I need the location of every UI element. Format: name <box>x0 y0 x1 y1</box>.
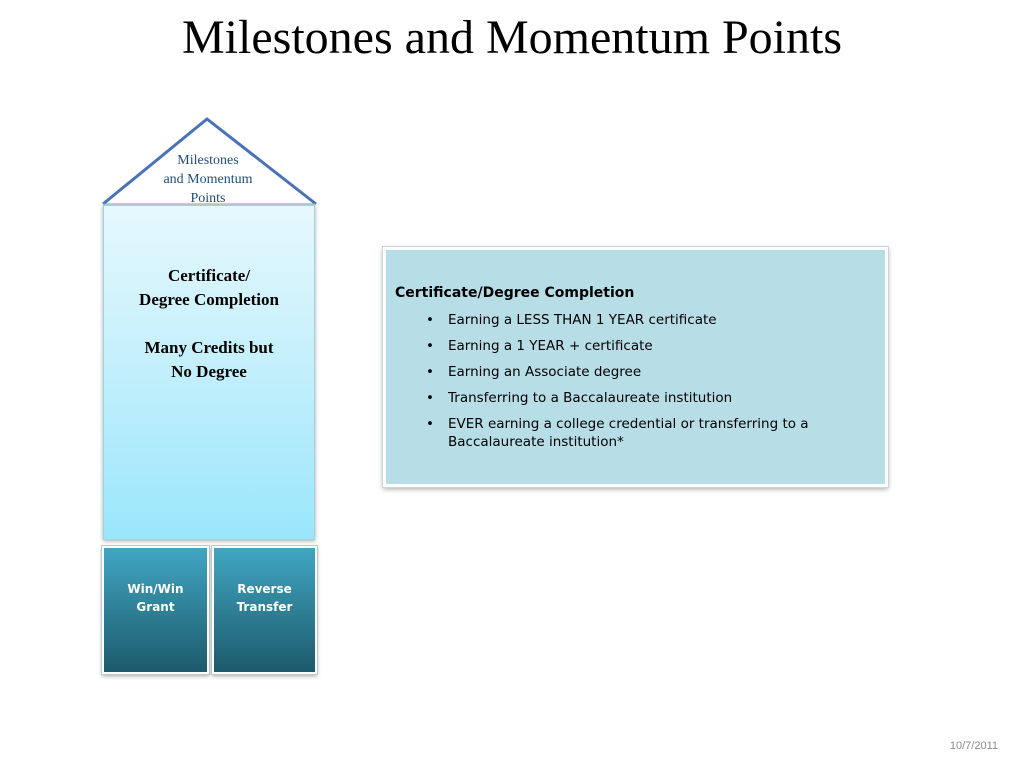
pillar-credits-text: Many Credits but No Degree <box>104 336 314 384</box>
description-panel: Certificate/Degree Completion • Earning a… <box>382 246 889 488</box>
list-item-text: Earning a 1 YEAR + certificate <box>448 338 653 354</box>
base-box-reverse-transfer: Reverse Transfer <box>211 545 318 675</box>
bullet-icon: • <box>426 338 434 354</box>
list-item: • Earning an Associate degree <box>424 363 864 381</box>
pillar-line: Degree Completion <box>139 290 279 309</box>
pillar-line: Certificate/ <box>167 266 251 285</box>
list-item: • EVER earning a college credential or tr… <box>424 415 864 451</box>
list-item-text: Earning an Associate degree <box>448 364 642 380</box>
roof-shape <box>102 117 317 206</box>
list-item: • Earning a 1 YEAR + certificate <box>424 337 864 355</box>
list-item-text: EVER earning a college credential or tra… <box>448 416 809 450</box>
base-label-line: Reverse <box>237 582 292 596</box>
roof-label-line: Points <box>190 191 226 206</box>
pillar: Certificate/ Degree Completion Many Cred… <box>103 205 315 540</box>
slide-title: Milestones and Momentum Points <box>182 11 842 64</box>
roof-label-line: Milestones <box>177 153 239 168</box>
pillar-line: Many Credits but <box>144 338 274 357</box>
slide-date: 10/7/2011 <box>949 740 998 752</box>
base-label-line: Transfer <box>236 600 293 614</box>
base-label-line: Grant <box>136 600 175 614</box>
base-box-label: Reverse Transfer <box>214 580 315 616</box>
pillar-certificate-text: Certificate/ Degree Completion <box>104 264 314 312</box>
list-item-text: Transferring to a Baccalaureate institut… <box>448 390 733 406</box>
list-item: • Transferring to a Baccalaureate institu… <box>424 389 864 407</box>
roof-label: Milestones and Momentum Points <box>140 151 276 208</box>
bullet-icon: • <box>426 416 434 432</box>
base-box-winwin-grant: Win/Win Grant <box>101 545 210 675</box>
base-box-label: Win/Win Grant <box>104 580 207 616</box>
list-item-text: Earning a LESS THAN 1 YEAR certificate <box>448 312 717 328</box>
list-item: • Earning a LESS THAN 1 YEAR certificate <box>424 311 864 329</box>
bullet-icon: • <box>426 364 434 380</box>
base-label-line: Win/Win <box>127 582 184 596</box>
bullet-icon: • <box>426 312 434 328</box>
panel-heading: Certificate/Degree Completion <box>395 285 635 301</box>
pillar-line: No Degree <box>171 362 247 381</box>
roof-label-line: and Momentum <box>163 172 253 187</box>
bullet-icon: • <box>426 390 434 406</box>
panel-list: •Earning a LESS THAN 1 YEAR certificate … <box>424 311 864 459</box>
